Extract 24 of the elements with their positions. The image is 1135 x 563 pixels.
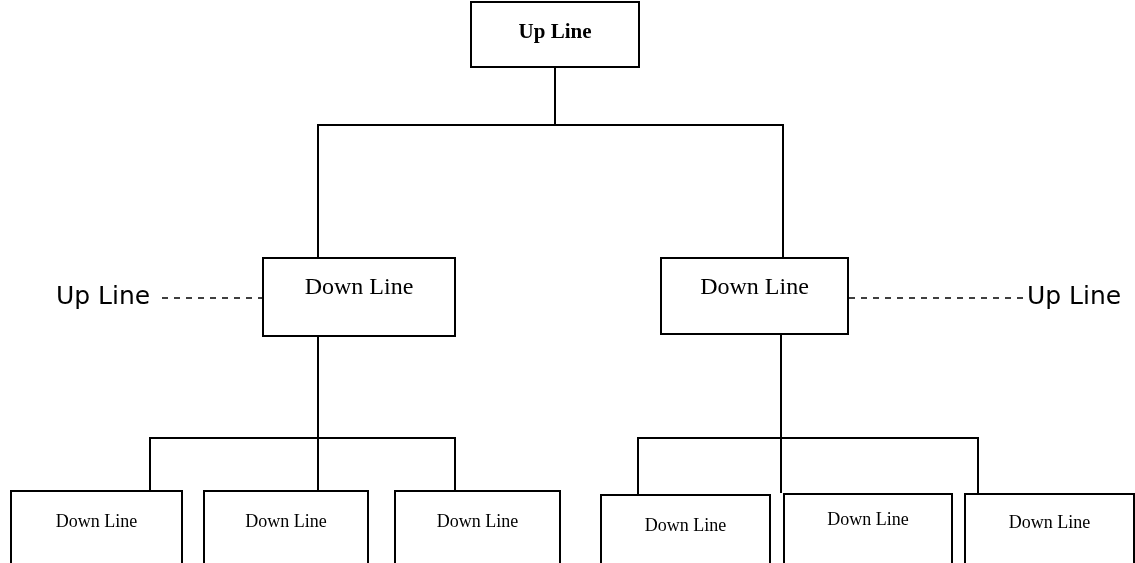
box-label: Down Line bbox=[245, 511, 327, 532]
side-label: Up Line bbox=[1026, 281, 1122, 310]
box-label: Down Line bbox=[55, 511, 138, 532]
org-box bbox=[262, 257, 456, 337]
box-label: Up Line bbox=[518, 19, 592, 44]
box-label: Down Line bbox=[700, 273, 809, 300]
box-label: Down Line bbox=[644, 515, 727, 536]
org-box bbox=[394, 490, 561, 563]
dashed-connector bbox=[161, 297, 263, 299]
dashed-connector bbox=[848, 297, 1025, 299]
org-box bbox=[660, 257, 849, 335]
box-label: Down Line bbox=[827, 509, 909, 530]
org-box bbox=[10, 490, 183, 563]
box-label: Down Line bbox=[1008, 512, 1091, 533]
side-label: Up Line bbox=[55, 281, 151, 310]
connector-line bbox=[317, 336, 456, 491]
org-box bbox=[203, 490, 369, 563]
box-label: Down Line bbox=[436, 511, 519, 532]
connector-line bbox=[780, 334, 979, 494]
org-box bbox=[470, 1, 640, 68]
org-box bbox=[964, 493, 1135, 563]
org-box bbox=[600, 494, 771, 563]
box-label: Down Line bbox=[304, 273, 414, 300]
org-box bbox=[783, 493, 953, 563]
